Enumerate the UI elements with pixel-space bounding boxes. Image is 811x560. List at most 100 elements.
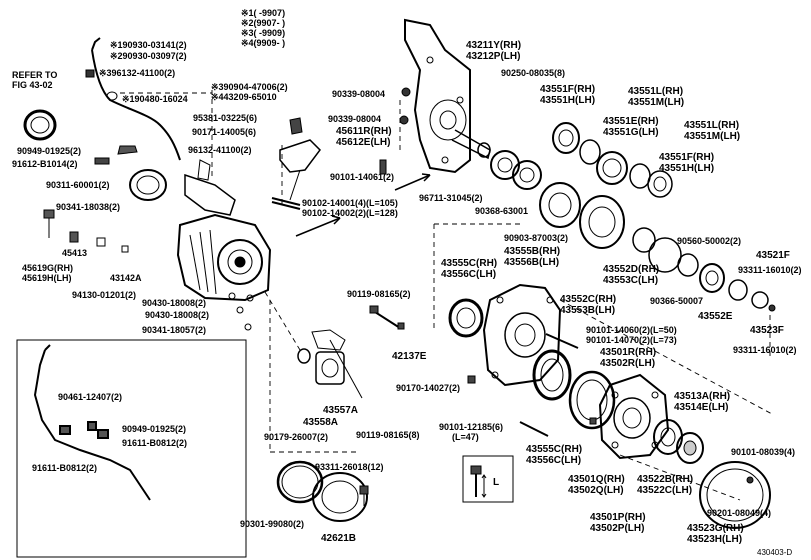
part-label[interactable]: 43558A — [303, 417, 339, 428]
part-label[interactable]: 90430-18008(2) — [142, 298, 207, 308]
part-label[interactable]: 43521F — [756, 250, 790, 261]
part-label[interactable]: 43551H(LH) — [540, 95, 596, 106]
part-label[interactable]: 45619G(RH) — [22, 263, 74, 273]
part-label[interactable]: 43501P(RH) — [590, 512, 646, 523]
part-label[interactable]: 43553B(LH) — [560, 305, 616, 316]
part-label[interactable]: 43551E(RH) — [603, 116, 659, 127]
part-label[interactable]: ※290930-03097(2) — [110, 51, 187, 61]
part-label[interactable]: 90339-08004 — [328, 114, 382, 124]
part-label[interactable]: 43553C(LH) — [603, 275, 659, 286]
oil-seal-left — [129, 169, 167, 201]
part-label[interactable]: 45612E(LH) — [336, 137, 391, 148]
part-label[interactable]: (L=47) — [452, 432, 479, 442]
part-label[interactable]: 43552E — [698, 311, 733, 322]
part-label[interactable]: 95381-03225(6) — [193, 113, 258, 123]
part-label[interactable]: 90119-08165(2) — [347, 289, 411, 299]
part-label[interactable]: 90461-12407(2) — [58, 392, 123, 402]
part-label[interactable]: 42621B — [321, 533, 357, 544]
part-label[interactable]: 90119-08165(8) — [356, 430, 420, 440]
part-label[interactable]: ※396132-41100(2) — [99, 68, 176, 78]
part-label[interactable]: 43551G(LH) — [603, 127, 659, 138]
part-label[interactable]: 43555B(RH) — [504, 246, 561, 257]
part-label[interactable]: 90170-14027(2) — [396, 383, 461, 393]
part-label[interactable]: 90301-99080(2) — [240, 519, 305, 529]
part-label[interactable]: 43555C(RH) — [526, 444, 583, 455]
part-label[interactable]: 90341-18057(2) — [142, 325, 207, 335]
part-label[interactable]: 43523H(LH) — [687, 534, 743, 545]
part-label[interactable]: 90101-12185(6) — [439, 422, 504, 432]
part-label[interactable]: 43522B(RH) — [637, 474, 694, 485]
part-label[interactable]: 90903-87003(2) — [504, 233, 569, 243]
part-label[interactable]: 43523G(RH) — [687, 523, 744, 534]
note-2: ※2(9907- ) — [241, 18, 286, 28]
part-label[interactable]: 43552D(RH) — [603, 264, 660, 275]
part-label[interactable]: 42137E — [392, 351, 427, 362]
part-label[interactable]: 43502Q(LH) — [568, 485, 624, 496]
part-label[interactable]: 90101-14070(2)(L=73) — [586, 335, 677, 345]
part-label[interactable]: 90366-50007 — [650, 296, 704, 306]
part-label[interactable]: 93311-26018(12) — [315, 462, 384, 472]
part-label[interactable]: 90179-26007(2) — [264, 432, 329, 442]
part-label[interactable]: 90949-01925(2) — [122, 424, 187, 434]
part-label[interactable]: 93311-16010(2) — [733, 345, 797, 355]
part-label[interactable]: 43211Y(RH) — [466, 40, 522, 51]
part-label[interactable]: 94130-01201(2) — [72, 290, 137, 300]
grommet-part — [106, 91, 118, 101]
part-label[interactable]: 43556C(LH) — [441, 269, 497, 280]
part-label[interactable]: 91612-B1014(2) — [12, 159, 78, 169]
planetary-gear — [579, 195, 625, 249]
part-label[interactable]: 43556C(LH) — [526, 455, 582, 466]
part-label[interactable]: 43551M(LH) — [628, 97, 685, 108]
part-label[interactable]: 43551L(RH) — [684, 120, 740, 131]
part-label[interactable]: 43502R(LH) — [600, 358, 656, 369]
part-label[interactable]: 43523F — [750, 325, 784, 336]
part-label[interactable]: 43551F(RH) — [540, 84, 596, 95]
part-label[interactable]: 43556B(LH) — [504, 257, 560, 268]
part-label[interactable]: 43142A — [110, 273, 142, 283]
part-label[interactable]: 90368-63001 — [475, 206, 529, 216]
part-label[interactable]: 43551L(RH) — [628, 86, 684, 97]
part-label[interactable]: 91611-B0812(2) — [122, 438, 188, 448]
part-label[interactable]: 90201-08049(4) — [707, 508, 772, 518]
part-label[interactable]: 90101-08039(4) — [731, 447, 796, 457]
part-label[interactable]: 90102-14001(4)(L=105) — [302, 198, 398, 208]
part-label[interactable]: 43551H(LH) — [659, 163, 715, 174]
part-label[interactable]: 90102-14002(2)(L=128) — [302, 208, 398, 218]
part-label[interactable]: 43552C(RH) — [560, 294, 617, 305]
part-label[interactable]: 90171-14005(6) — [192, 127, 257, 137]
part-label[interactable]: 43555C(RH) — [441, 258, 498, 269]
part-label[interactable]: ※190480-16024 — [122, 94, 188, 104]
part-label[interactable]: 45619H(LH) — [22, 273, 72, 283]
part-label[interactable]: 43551F(RH) — [659, 152, 715, 163]
part-label[interactable]: 90101-14060(2)(L=50) — [586, 325, 677, 335]
part-label[interactable]: 90560-50002(2) — [677, 236, 742, 246]
part-label[interactable]: ※443209-65010 — [211, 92, 277, 102]
part-label[interactable]: 43501R(RH) — [600, 347, 657, 358]
part-label[interactable]: 43522C(LH) — [637, 485, 693, 496]
part-label[interactable]: 90311-60001(2) — [46, 180, 110, 190]
part-label[interactable]: 90339-08004 — [332, 89, 386, 99]
part-label[interactable]: ※190930-03141(2) — [110, 40, 187, 50]
part-label[interactable]: 91611-B0812(2) — [32, 463, 98, 473]
part-label[interactable]: 90250-08035(8) — [501, 68, 566, 78]
part-label[interactable]: 90949-01925(2) — [17, 146, 82, 156]
part-label[interactable]: 45413 — [62, 248, 88, 258]
part-label[interactable]: 43514E(LH) — [674, 402, 729, 413]
part-label[interactable]: 43557A — [323, 405, 359, 416]
part-label[interactable]: 90341-18038(2) — [56, 202, 121, 212]
part-label[interactable]: 43513A(RH) — [674, 391, 731, 402]
part-label[interactable]: 96711-31045(2) — [419, 193, 483, 203]
part-label[interactable]: 43502P(LH) — [590, 523, 645, 534]
part-label[interactable]: 43212P(LH) — [466, 51, 521, 62]
part-label[interactable]: 90430-18008(2) — [145, 310, 210, 320]
part-label[interactable]: 90101-14061(2) — [330, 172, 395, 182]
part-label[interactable]: 43501Q(RH) — [568, 474, 625, 485]
part-label[interactable]: ※390904-47006(2) — [211, 82, 288, 92]
part-label[interactable]: 93311-16010(2) — [738, 265, 802, 275]
note-4: ※4(9909- ) — [241, 38, 286, 48]
part-label[interactable]: 43551M(LH) — [684, 131, 741, 142]
part-label[interactable]: 96132-41100(2) — [188, 145, 252, 155]
part-label[interactable]: 45611R(RH) — [336, 126, 392, 137]
